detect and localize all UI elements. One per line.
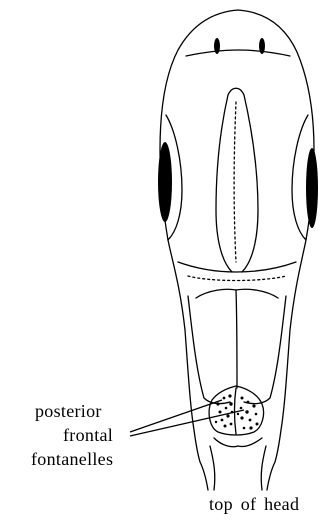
left-nostril <box>214 38 220 54</box>
leader-line-upper <box>130 400 222 432</box>
left-posterior-plate <box>188 296 230 404</box>
label-posterior: posterior <box>35 400 102 422</box>
left-eye <box>158 142 172 222</box>
figure-caption: top of head <box>209 493 299 515</box>
midline-suture <box>236 290 237 388</box>
label-fontanelles: fontanelles <box>31 448 113 470</box>
central-ridge <box>216 95 258 272</box>
label-frontal: frontal <box>63 424 113 446</box>
inner-ridge-dots <box>234 102 236 262</box>
transverse-suture <box>178 262 296 272</box>
posterior-fontanelle <box>209 386 263 435</box>
snout-line <box>186 50 290 56</box>
right-nostril <box>259 38 265 54</box>
right-eye <box>306 148 318 228</box>
head-outline <box>160 10 314 490</box>
right-posterior-plate <box>244 296 286 404</box>
right-eye-socket <box>292 115 308 240</box>
leader-line-lower <box>130 410 244 436</box>
